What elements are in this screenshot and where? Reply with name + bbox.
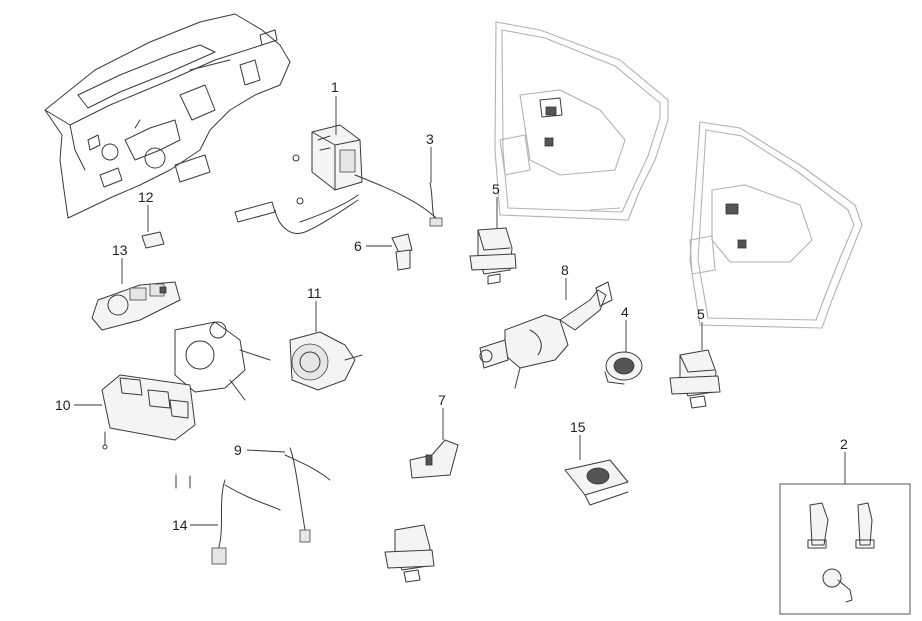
callout-11: 11 bbox=[307, 285, 322, 301]
callout-4: 4 bbox=[621, 304, 629, 320]
switch-part-12 bbox=[141, 231, 165, 249]
window-switch-part-5b bbox=[669, 349, 721, 409]
callout-12: 12 bbox=[138, 189, 154, 205]
callout-2: 2 bbox=[840, 436, 848, 452]
window-switch-part-5a bbox=[469, 227, 517, 285]
steering-column-switch-part-8 bbox=[479, 281, 613, 389]
window-switch-bottom bbox=[384, 524, 435, 583]
callout-5-top: 5 bbox=[492, 181, 500, 197]
front-door-trim-panel bbox=[494, 21, 669, 221]
rotary-controller-part-15 bbox=[564, 459, 629, 506]
leader-lines bbox=[74, 96, 846, 526]
dashboard-illustration bbox=[44, 13, 291, 219]
ignition-switch-part-4 bbox=[604, 351, 643, 385]
callout-13: 13 bbox=[112, 242, 128, 258]
callout-labels: 1 3 5 6 8 4 5 11 12 13 10 7 9 14 15 2 bbox=[55, 79, 848, 533]
callout-5-right: 5 bbox=[697, 306, 705, 322]
callout-14: 14 bbox=[172, 517, 188, 533]
switch-part-6 bbox=[391, 233, 413, 271]
window-switch-pack-part-10 bbox=[101, 374, 196, 489]
wiring-harness-part-14 bbox=[211, 479, 281, 565]
rear-door-trim-panel bbox=[689, 121, 863, 329]
callout-10: 10 bbox=[55, 397, 71, 413]
steering-column-assembly bbox=[174, 321, 271, 401]
callout-1: 1 bbox=[331, 79, 339, 95]
wiring-harness-part-3 bbox=[234, 174, 443, 234]
bracket-part-7 bbox=[409, 439, 459, 479]
mirror-switch-panel-part-13 bbox=[91, 281, 181, 331]
callout-3: 3 bbox=[426, 131, 434, 147]
callout-6: 6 bbox=[354, 238, 362, 254]
callout-15: 15 bbox=[570, 419, 586, 435]
callout-9: 9 bbox=[234, 442, 242, 458]
clock-spring-part-11 bbox=[289, 331, 363, 391]
callout-7: 7 bbox=[438, 392, 446, 408]
control-module-part-1 bbox=[292, 124, 363, 205]
key-set-part-2-box bbox=[779, 483, 911, 615]
callout-8: 8 bbox=[561, 262, 569, 278]
wiring-harness-part-9 bbox=[284, 447, 331, 543]
